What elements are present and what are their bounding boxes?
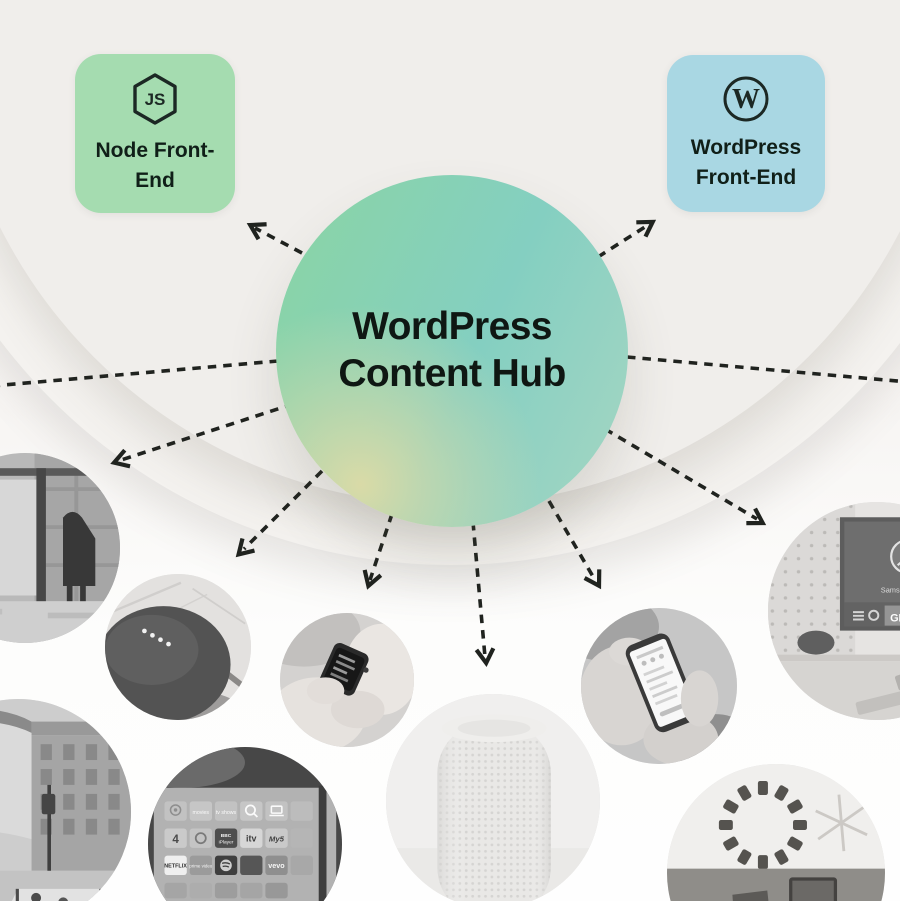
channel4-tile-label: 4	[172, 833, 179, 846]
streaming-apps-tv-photo: movies tv shows 4	[148, 747, 342, 901]
bbc-tile-line1: BBC	[221, 833, 232, 839]
tv-shows-tile-label: tv shows	[216, 810, 237, 816]
podcast-icon	[169, 804, 182, 816]
laptop-icon	[269, 805, 284, 817]
wordpress-front-end-card: W WordPress Front-End	[667, 55, 825, 212]
arrow-to-wordpress-card	[597, 223, 649, 259]
arrow-to-left-edge	[0, 359, 279, 388]
magnifier-icon	[244, 804, 259, 818]
arrow-to-phone-photo	[547, 500, 597, 581]
netflix-tile-label: NETFLIX	[164, 864, 187, 870]
wordpress-icon: W	[723, 76, 769, 122]
arrow-to-smartwatch-photo	[368, 513, 394, 581]
my5-tile-label: My5	[269, 834, 285, 843]
watch-ring-art	[718, 781, 807, 870]
vevo-tile-label: vevo	[268, 862, 285, 870]
samsung-account-label: Samsung-accou	[881, 585, 900, 594]
arrow-to-node-card	[254, 226, 303, 255]
tv-banner-label: GR	[890, 612, 900, 624]
node-front-end-card: JS Node Front-End	[75, 54, 235, 213]
app-tiles-row-2: 4 BBC iPlayer itv My5	[164, 828, 313, 848]
movies-tile-label: movies	[193, 810, 210, 816]
arrow-heads	[110, 219, 767, 668]
nodejs-icon-letters: JS	[145, 90, 166, 109]
node-card-label: Node Front-End	[95, 139, 215, 192]
arrow-to-billboard-photo	[120, 402, 294, 462]
hamburger-menu-icon	[853, 611, 864, 621]
phone-in-hands-photo	[581, 608, 737, 764]
spotify-icon	[220, 859, 232, 872]
crowd-silhouettes	[31, 892, 68, 901]
smartwatch-photo	[280, 613, 414, 747]
arrow-to-smart-speaker-photo	[242, 469, 324, 551]
prime-video-tile-label: prime video	[189, 864, 213, 869]
hub-label: WordPress Content Hub	[338, 305, 566, 395]
wordpress-content-hub: WordPress Content Hub	[276, 175, 628, 527]
app-tiles-row-1: movies tv shows	[164, 801, 313, 821]
bbc-tile-line2: iPlayer	[219, 840, 234, 846]
homepod-photo	[386, 694, 600, 901]
arrow-to-homepod-photo	[471, 521, 487, 658]
wordpress-card-label: WordPress Front-End	[690, 136, 802, 189]
nodejs-icon: JS	[133, 73, 177, 125]
smart-tv-photo: Samsung-accou GR	[768, 502, 900, 720]
arrow-to-right-edge	[626, 355, 900, 384]
app-tiles-row-3: NETFLIX prime video vevo	[164, 855, 313, 876]
smart-speaker-photo	[105, 574, 251, 720]
itv-tile-label: itv	[246, 834, 256, 844]
arrow-to-smart-tv-photo	[604, 427, 758, 521]
asterisk-wall-art	[815, 794, 868, 852]
wordpress-icon-letter: W	[732, 84, 760, 115]
app-tiles-row-4	[164, 882, 288, 899]
